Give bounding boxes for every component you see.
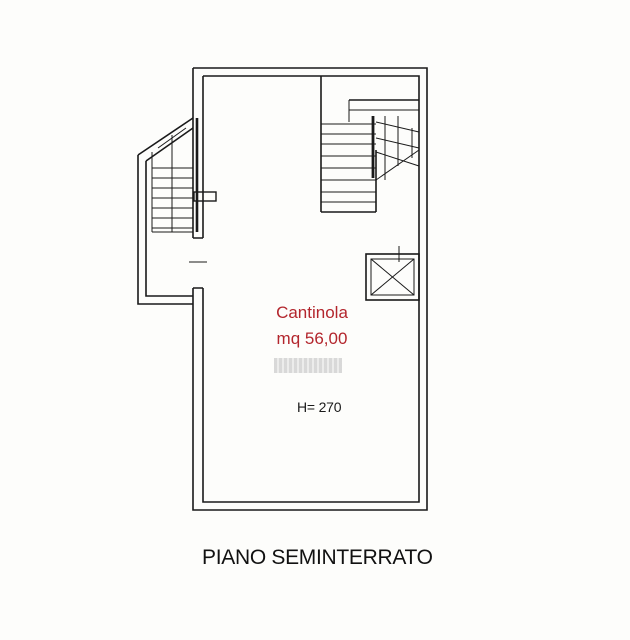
ceiling-height-label: H= 270: [297, 399, 342, 415]
floor-title: PIANO SEMINTERRATO: [202, 546, 433, 569]
room-area-label: mq 56,00: [276, 329, 348, 348]
erased-text-smudge: [274, 358, 342, 373]
shaft-box: [365, 246, 420, 301]
room-name-label: Cantinola: [276, 303, 348, 322]
interior-stair: [320, 76, 420, 213]
left-stair-enclosure: [137, 117, 217, 305]
main-room-walls: [189, 67, 428, 511]
